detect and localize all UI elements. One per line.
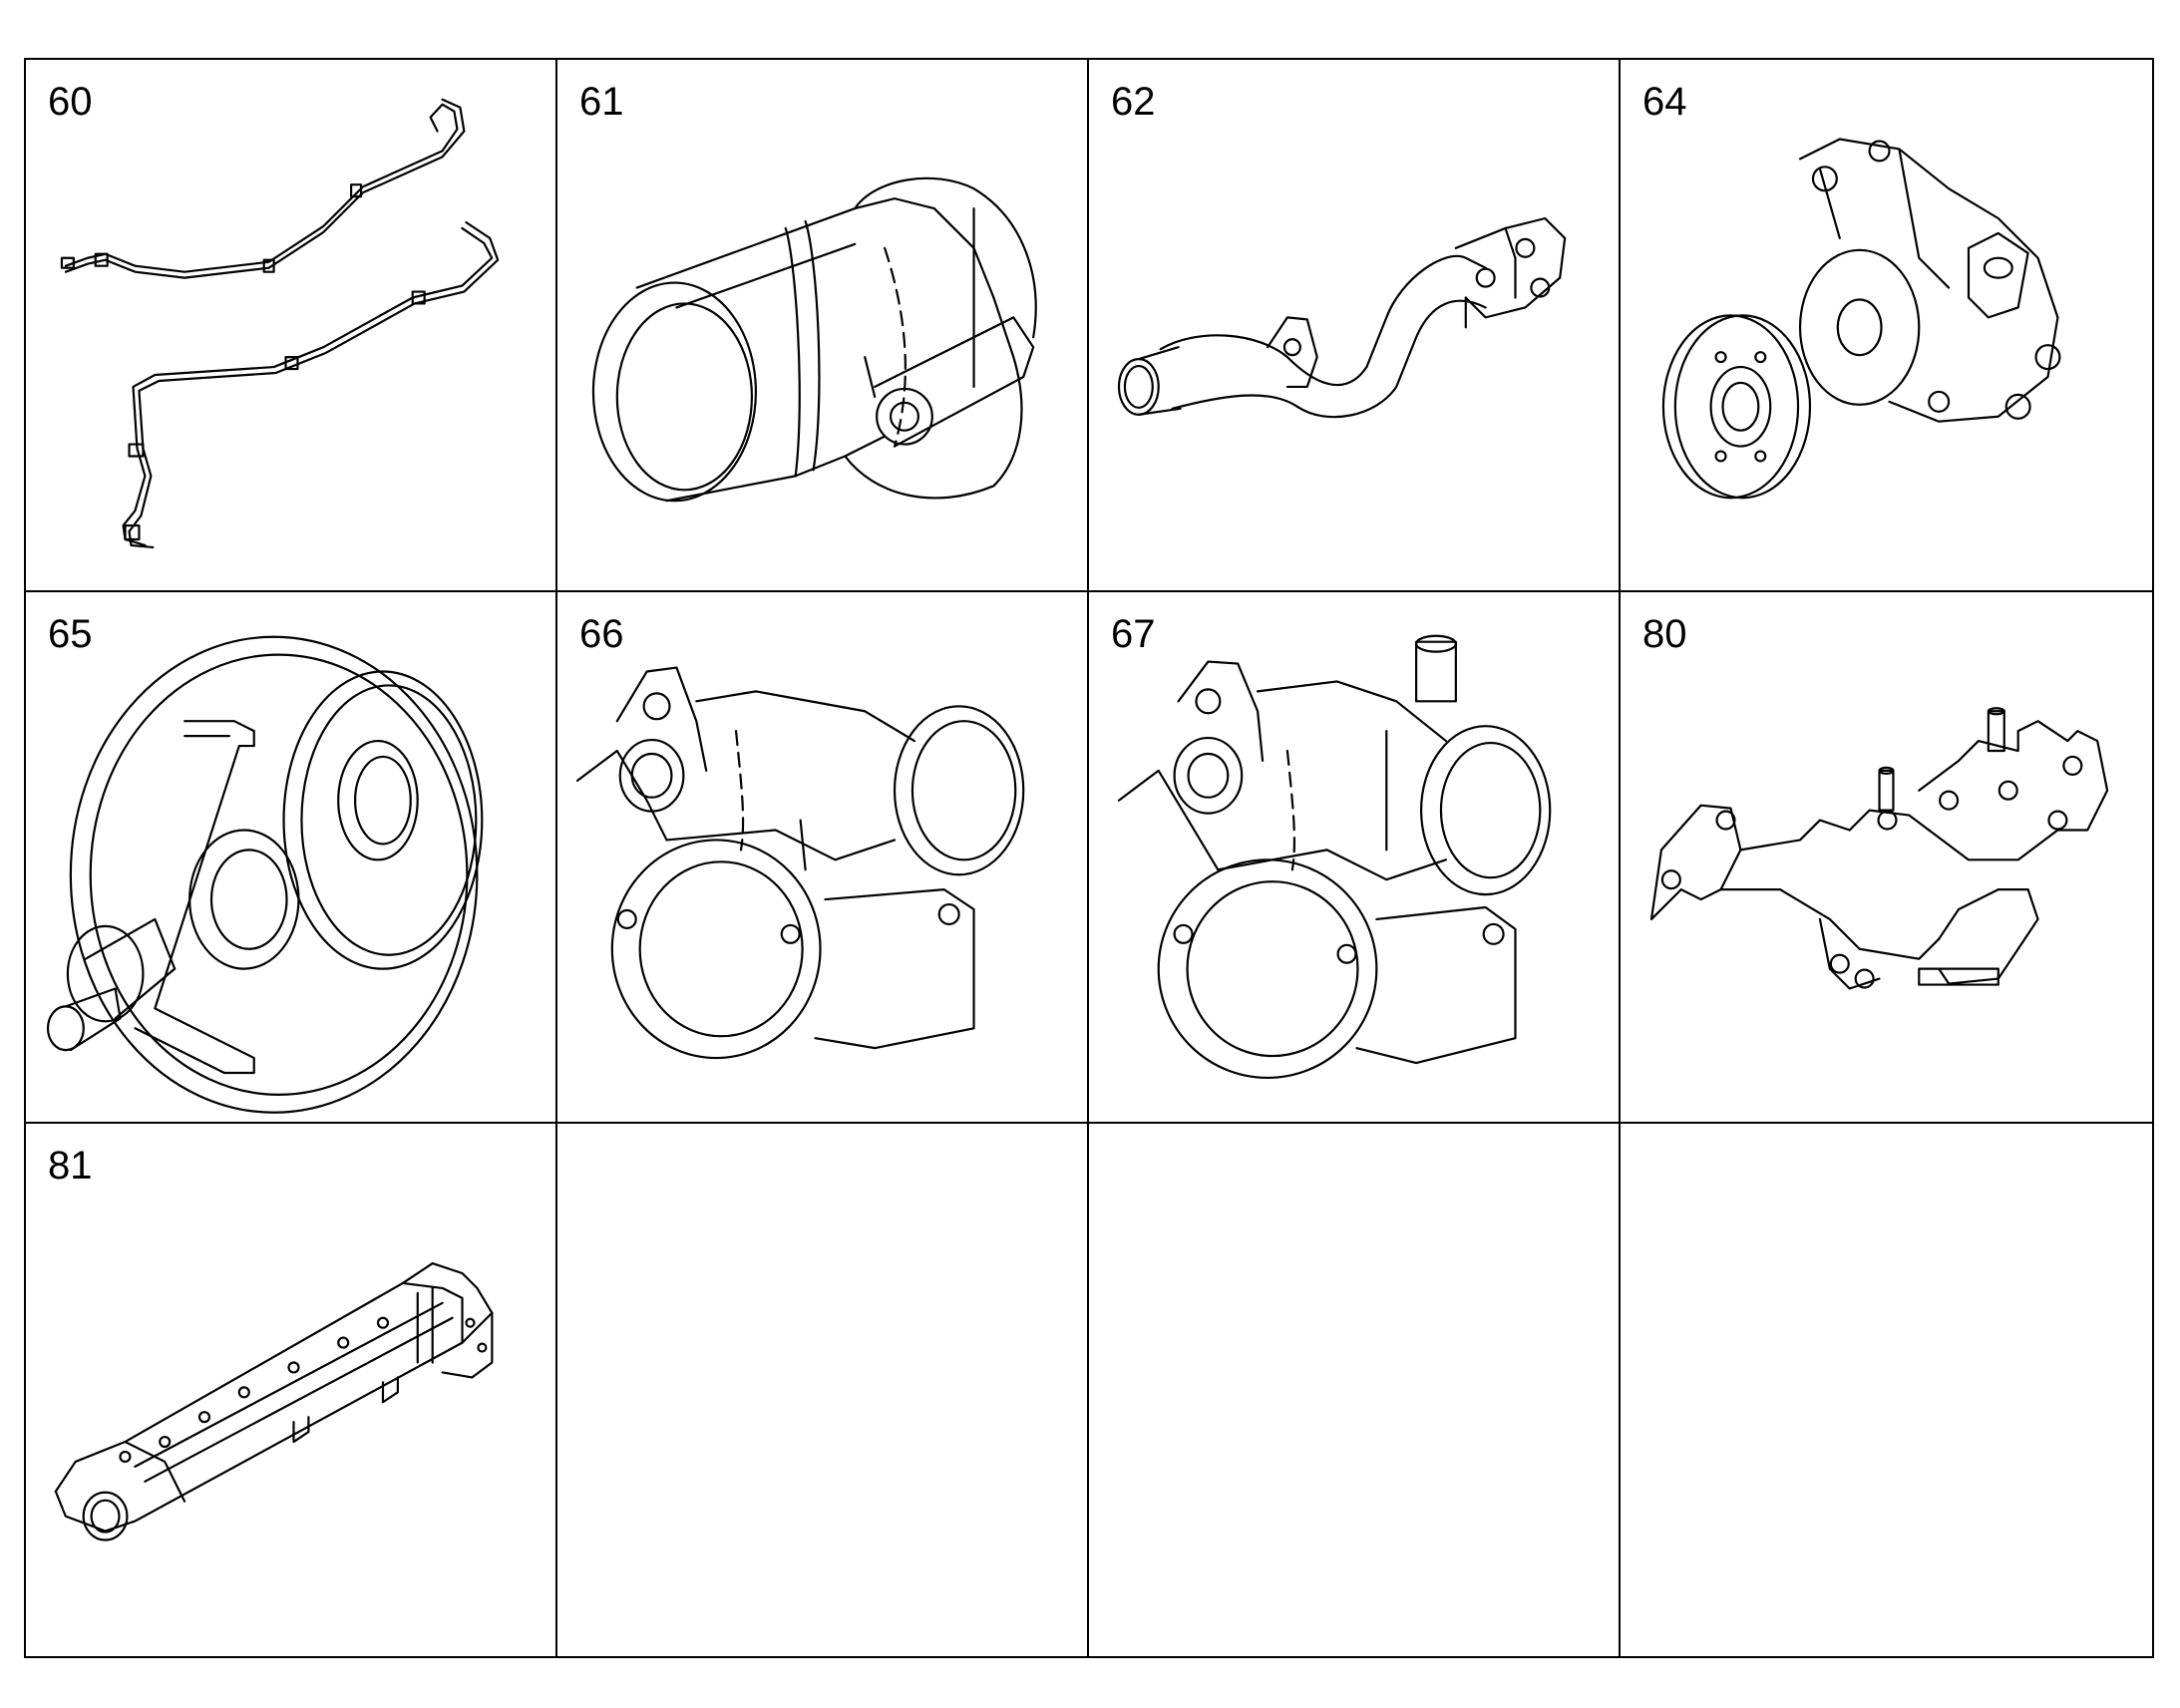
part-cell-62[interactable]: 62 [1089,60,1621,592]
coolant-pipe-assembly-drawing-icon [60,98,500,549]
coolant-manifold-drawing-icon [1649,706,2109,990]
part-number: 65 [48,611,93,656]
oil-cooler-drawing-icon [54,1262,494,1541]
part-cell-65[interactable]: 65 [26,591,557,1125]
empty-cell [1089,1124,1621,1656]
parts-grid: 60 61 [24,58,2154,1658]
part-number: 67 [1111,611,1156,656]
part-number: 81 [48,1144,93,1189]
part-cell-61[interactable]: 61 [557,60,1089,592]
thermostat-housing-with-nozzle-drawing-icon [1117,634,1552,1079]
part-cell-67[interactable]: 67 [1089,591,1621,1125]
thermostat-housing-drawing-icon [575,666,1025,1059]
thermostat-drawing-icon [46,635,484,1114]
part-number: 64 [1642,80,1687,124]
part-number: 80 [1642,611,1687,656]
part-cell-80[interactable]: 80 [1621,592,2152,1125]
part-number: 60 [48,80,93,124]
water-pump-with-pulley-drawing-icon [1661,138,2061,500]
empty-cell [557,1124,1089,1656]
part-cell-64[interactable]: 64 [1621,60,2152,592]
part-cell-60[interactable]: 60 [26,60,557,592]
part-number: 62 [1111,80,1156,124]
coolant-outlet-pipe-drawing-icon [1117,216,1567,419]
thermostat-housing-drawing-icon [591,176,1037,503]
part-cell-66[interactable]: 66 [557,591,1089,1125]
part-cell-81[interactable]: 81 [26,1124,557,1656]
empty-cell [1621,1124,2152,1656]
part-number: 66 [579,611,624,656]
part-number: 61 [579,80,624,124]
